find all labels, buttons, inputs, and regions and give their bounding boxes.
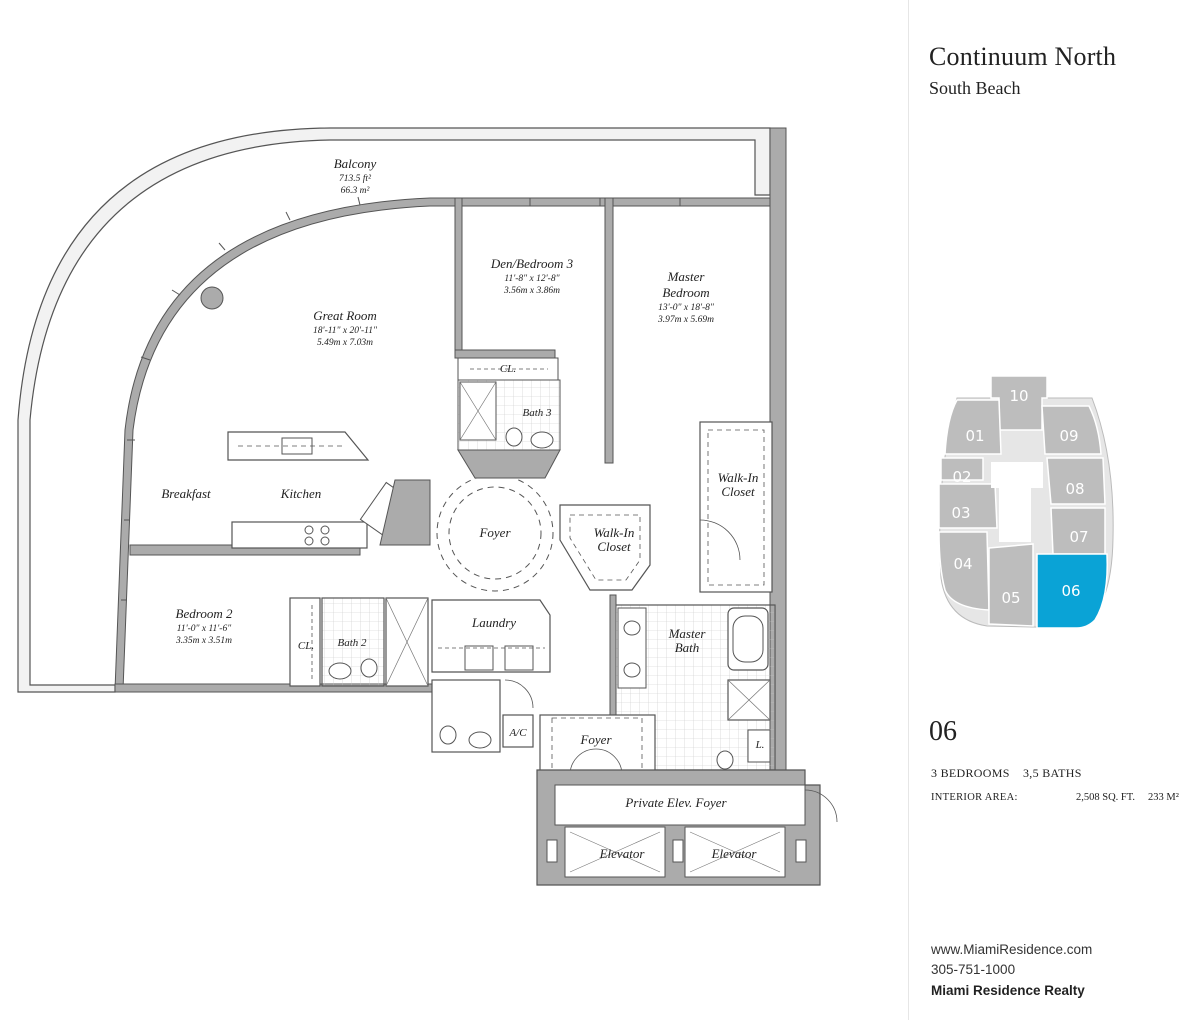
svg-text:713.5 ft²: 713.5 ft² <box>339 173 371 184</box>
svg-text:11'-8" x 12'-8": 11'-8" x 12'-8" <box>504 274 560 284</box>
svg-text:13'-0" x 18'-8": 13'-0" x 18'-8" <box>658 303 715 313</box>
keyplan-label-01: 01 <box>965 427 984 445</box>
keyplan-unit-10 <box>990 375 1048 431</box>
keyplan-label-03: 03 <box>951 504 970 522</box>
den-label: Den/Bedroom 3 <box>490 256 574 271</box>
balcony-label: Balcony <box>334 156 377 171</box>
column <box>200 286 224 310</box>
svg-text:5.49m x 7.03m: 5.49m x 7.03m <box>317 338 373 348</box>
svg-text:Bedroom: Bedroom <box>662 285 709 300</box>
laundry-label: Laundry <box>471 615 516 630</box>
keyplan-unit-01 <box>944 399 1002 455</box>
entry-foyer-label: Foyer <box>579 732 612 747</box>
master-bedroom-label: Master <box>667 269 706 284</box>
keyplan-unit-04 <box>938 531 990 611</box>
unit-number: 06 <box>929 716 957 747</box>
company-name: Miami Residence Realty <box>931 983 1085 998</box>
master-walkin-closet <box>699 421 773 593</box>
bedroom2-label: Bedroom 2 <box>176 606 233 621</box>
bedroom2-closet-label: CL. <box>298 640 314 652</box>
keyplan-unit-03 <box>938 483 998 529</box>
svg-text:11'-0" x 11'-6": 11'-0" x 11'-6" <box>177 624 232 634</box>
bedrooms-count: 3 BEDROOMS <box>931 766 1010 780</box>
foyer-main-label: Foyer <box>478 525 511 540</box>
baths-count: 3,5 BATHS <box>1023 766 1082 780</box>
bath2-label: Bath 2 <box>337 637 367 649</box>
interior-area-sqft: 2,508 SQ. FT. <box>1076 792 1136 803</box>
foyer-walkin-label: Walk-In <box>594 525 635 540</box>
svg-text:3.35m x 3.51m: 3.35m x 3.51m <box>175 636 232 646</box>
keyplan-label-06: 06 <box>1061 582 1080 600</box>
master-walkin-label: Walk-In <box>718 470 759 485</box>
ac-label: A/C <box>508 727 527 739</box>
linen-label: L. <box>755 739 765 751</box>
private-foyer-label: Private Elev. Foyer <box>624 795 727 810</box>
keyplan-unit-02 <box>940 457 984 481</box>
ac-closet <box>502 714 534 748</box>
entry-foyer <box>539 714 656 776</box>
info-sidebar: Continuum North South Beach 10 01 09 <box>908 0 1193 1020</box>
keyplan-label-07: 07 <box>1069 528 1088 546</box>
svg-text:3.97m x 5.69m: 3.97m x 5.69m <box>657 315 714 325</box>
floor-plan: Balcony 713.5 ft² 66.3 m² Great Room 18'… <box>17 127 838 886</box>
bath3-label: Bath 3 <box>522 407 552 419</box>
keyplan-unit-05 <box>988 543 1034 627</box>
den-closet-label: CL. <box>500 363 516 375</box>
private-elevator-foyer <box>554 784 806 826</box>
phone-number[interactable]: 305-751-1000 <box>931 962 1016 977</box>
keyplan-unit-08 <box>1046 457 1106 505</box>
website-link[interactable]: www.MiamiResidence.com <box>931 942 1093 957</box>
svg-text:66.3 m²: 66.3 m² <box>341 186 370 196</box>
foyer-circle <box>436 474 554 592</box>
keyplan-label-05: 05 <box>1001 589 1020 607</box>
cooktop <box>304 525 330 546</box>
foyer-walkin-closet <box>559 504 651 591</box>
keyplan-label-09: 09 <box>1059 427 1078 445</box>
svg-text:18'-11" x 20'-11": 18'-11" x 20'-11" <box>313 326 378 336</box>
master-bath-label: Master <box>668 626 707 641</box>
kitchen-counter <box>231 521 368 549</box>
elevator1-label: Elevator <box>599 846 646 861</box>
svg-text:3.56m x 3.86m: 3.56m x 3.86m <box>503 286 560 296</box>
elevator-2 <box>684 826 786 878</box>
keyplan-label-10: 10 <box>1009 387 1028 405</box>
svg-text:Bath: Bath <box>675 640 700 655</box>
kitchen-label: Kitchen <box>280 486 321 501</box>
breakfast-label: Breakfast <box>161 486 211 501</box>
bedroom2-closet <box>289 597 321 687</box>
key-plan-drawing: 10 01 09 02 08 03 07 04 05 06 <box>938 375 1114 629</box>
keyplan-unit-06 <box>1036 553 1108 629</box>
interior-area-label: INTERIOR AREA: <box>931 792 1018 803</box>
keyplan-label-08: 08 <box>1065 480 1084 498</box>
great-room-label: Great Room <box>313 308 376 323</box>
key-plan: 10 01 09 02 08 03 07 04 05 06 <box>927 358 1117 643</box>
balcony-outline <box>17 127 771 693</box>
keyplan-unit-09 <box>1041 405 1102 455</box>
interior-area-sqm: 233 M² <box>1148 792 1179 803</box>
building-title: Continuum North <box>929 42 1117 71</box>
elevator2-label: Elevator <box>711 846 758 861</box>
svg-text:Closet: Closet <box>721 484 755 499</box>
building-location: South Beach <box>929 78 1021 98</box>
svg-text:Closet: Closet <box>597 539 631 554</box>
keyplan-label-04: 04 <box>953 555 972 573</box>
keyplan-label-02: 02 <box>952 468 971 486</box>
floor-plan-drawing: Balcony 713.5 ft² 66.3 m² Great Room 18'… <box>17 127 838 886</box>
